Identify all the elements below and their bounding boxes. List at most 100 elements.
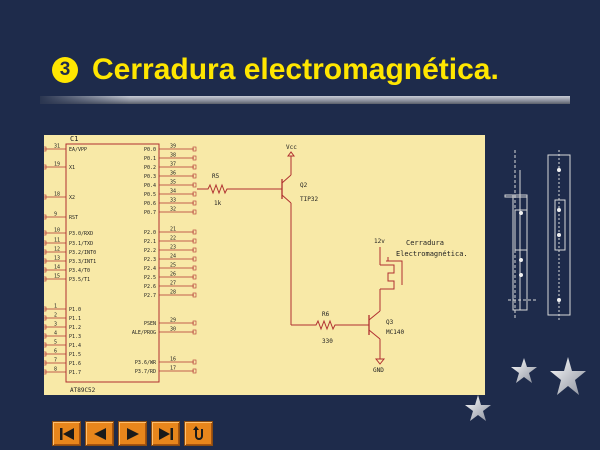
- pin-name: P0.2: [144, 165, 156, 171]
- pin-name: P3.1/TXD: [69, 241, 93, 247]
- q3-part: MC140: [386, 329, 404, 336]
- q2-collector: [281, 194, 292, 204]
- pin-name: P3.4/T0: [69, 268, 90, 274]
- pin-number: 22: [170, 236, 176, 242]
- previous-slide-button[interactable]: [85, 421, 114, 446]
- pin-name: P1.6: [69, 361, 81, 367]
- schematic-svg: C1 AT89C52 31EA/VPP19X118X29RST10P3.0/RX…: [42, 135, 468, 394]
- pin-name: P2.0: [144, 230, 156, 236]
- q2-emitter: [281, 174, 292, 184]
- return-button[interactable]: [184, 421, 213, 446]
- coil-voltage: 12v: [374, 238, 385, 245]
- pin-name: P2.6: [144, 284, 156, 290]
- pin-number: 25: [170, 263, 176, 269]
- pin-number: 31: [54, 144, 60, 150]
- pin-name: P2.2: [144, 248, 156, 254]
- pin-number: 23: [170, 245, 176, 251]
- pin-name: X2: [69, 195, 75, 201]
- mcu-left-pin: 1P1.0: [42, 304, 81, 313]
- pin-number: 32: [170, 207, 176, 213]
- pin-number: 38: [170, 153, 176, 159]
- first-slide-button[interactable]: [52, 421, 81, 446]
- pin-number: 33: [170, 198, 176, 204]
- pin-number: 12: [54, 247, 60, 253]
- pin-number: 17: [170, 366, 176, 372]
- star-icons: [465, 357, 586, 421]
- pin-number: 13: [54, 256, 60, 262]
- r5-resistor: [197, 183, 274, 195]
- r6-label: R6: [322, 311, 330, 318]
- pin-name: P0.1: [144, 156, 156, 162]
- mcu-left-pin: 4P1.3: [42, 331, 81, 340]
- pin-number: 4: [54, 331, 57, 337]
- vcc-symbol: [287, 151, 295, 157]
- pin-number: 37: [170, 162, 176, 168]
- q3-emitter: [368, 329, 381, 340]
- pin-name: P1.4: [69, 343, 81, 349]
- r5-label: R5: [212, 173, 220, 180]
- pin-number: 7: [54, 358, 57, 364]
- pin-number: 30: [170, 327, 176, 333]
- pin-number: 9: [54, 212, 57, 218]
- pin-number: 19: [54, 162, 60, 168]
- decorative-stars: [456, 355, 596, 430]
- pin-name: P2.1: [144, 239, 156, 245]
- slide-title: Cerradura electromagnética.: [92, 53, 499, 86]
- pin-name: P0.0: [144, 147, 156, 153]
- pin-name: P3.5/T1: [69, 277, 90, 283]
- pin-name: P0.6: [144, 201, 156, 207]
- return-icon: [192, 425, 203, 440]
- skip-first-icon: [59, 427, 74, 440]
- mcu-left-pin: 6P1.5: [42, 349, 81, 358]
- pin-number: 2: [54, 313, 57, 319]
- pin-name: P3.7/RD: [135, 369, 156, 375]
- pin-number: 34: [170, 189, 176, 195]
- pin-name: P2.3: [144, 257, 156, 263]
- pin-name: P1.2: [69, 325, 81, 331]
- pin-number: 39: [170, 144, 176, 150]
- pin-name: P3.2/INT0: [69, 250, 96, 256]
- pin-number: 26: [170, 272, 176, 278]
- pin-number: 10: [54, 228, 60, 234]
- pin-name: P0.3: [144, 174, 156, 180]
- pin-number: 15: [54, 274, 60, 280]
- left-pins: 31EA/VPP19X118X29RST10P3.0/RXD11P3.1/TXD…: [42, 144, 96, 376]
- pin-number: 28: [170, 290, 176, 296]
- number-bullet: 3: [52, 57, 78, 83]
- arrow-right-icon: [126, 427, 139, 440]
- mcu-left-pin: 8P1.7: [42, 367, 81, 376]
- pin-name: P1.0: [69, 307, 81, 313]
- pin-name: P0.7: [144, 210, 156, 216]
- lock-label-line2: Electromagnética.: [396, 250, 468, 258]
- title-underline: [40, 96, 570, 104]
- pin-name: P0.5: [144, 192, 156, 198]
- q2-part: TIP32: [300, 196, 318, 203]
- mcu-label: C1: [70, 135, 78, 143]
- gnd-label: GND: [373, 367, 384, 374]
- pin-number: 27: [170, 281, 176, 287]
- right-pins: 39P0.038P0.137P0.236P0.335P0.434P0.533P0…: [132, 144, 197, 375]
- pin-number: 11: [54, 238, 60, 244]
- next-slide-button[interactable]: [118, 421, 147, 446]
- last-slide-button[interactable]: [151, 421, 180, 446]
- q2-label: Q2: [300, 182, 308, 189]
